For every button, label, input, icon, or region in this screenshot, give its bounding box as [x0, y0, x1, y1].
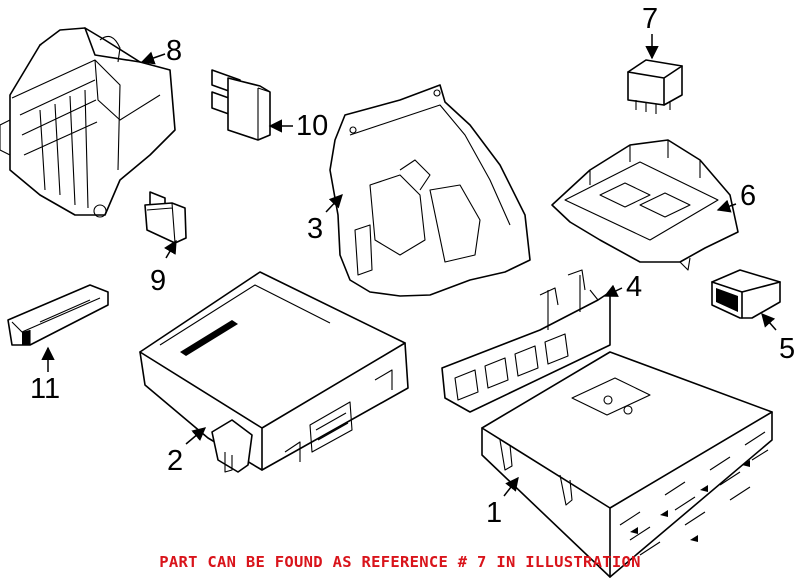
callout-10: 10 — [296, 110, 328, 142]
callout-4: 4 — [626, 271, 642, 303]
callout-8: 8 — [166, 35, 182, 67]
callout-11: 11 — [30, 373, 60, 405]
callout-9: 9 — [150, 265, 166, 297]
callout-labels: 1 2 3 4 5 6 7 8 9 10 11 — [30, 3, 795, 529]
part-11-clip — [7, 284, 109, 346]
callout-7: 7 — [642, 3, 658, 35]
callout-6: 6 — [740, 180, 756, 212]
part-6-relay-carrier — [551, 139, 739, 271]
part-2-control-module — [139, 271, 409, 473]
leader-lines — [41, 34, 777, 497]
callout-3: 3 — [307, 213, 323, 245]
reference-note: PART CAN BE FOUND AS REFERENCE # 7 IN IL… — [159, 553, 641, 571]
part-10-fuse — [211, 69, 271, 141]
callout-2: 2 — [167, 445, 183, 477]
part-8-fuse-box — [0, 27, 176, 218]
part-5-socket — [711, 269, 781, 319]
callout-1: 1 — [486, 497, 502, 529]
part-7-relay — [627, 59, 683, 114]
part-1-main-box — [481, 351, 773, 578]
callout-5: 5 — [779, 333, 795, 365]
part-9-blade-fuse — [144, 191, 187, 244]
part-3-bracket — [329, 84, 531, 297]
part-4-connector — [441, 269, 611, 413]
